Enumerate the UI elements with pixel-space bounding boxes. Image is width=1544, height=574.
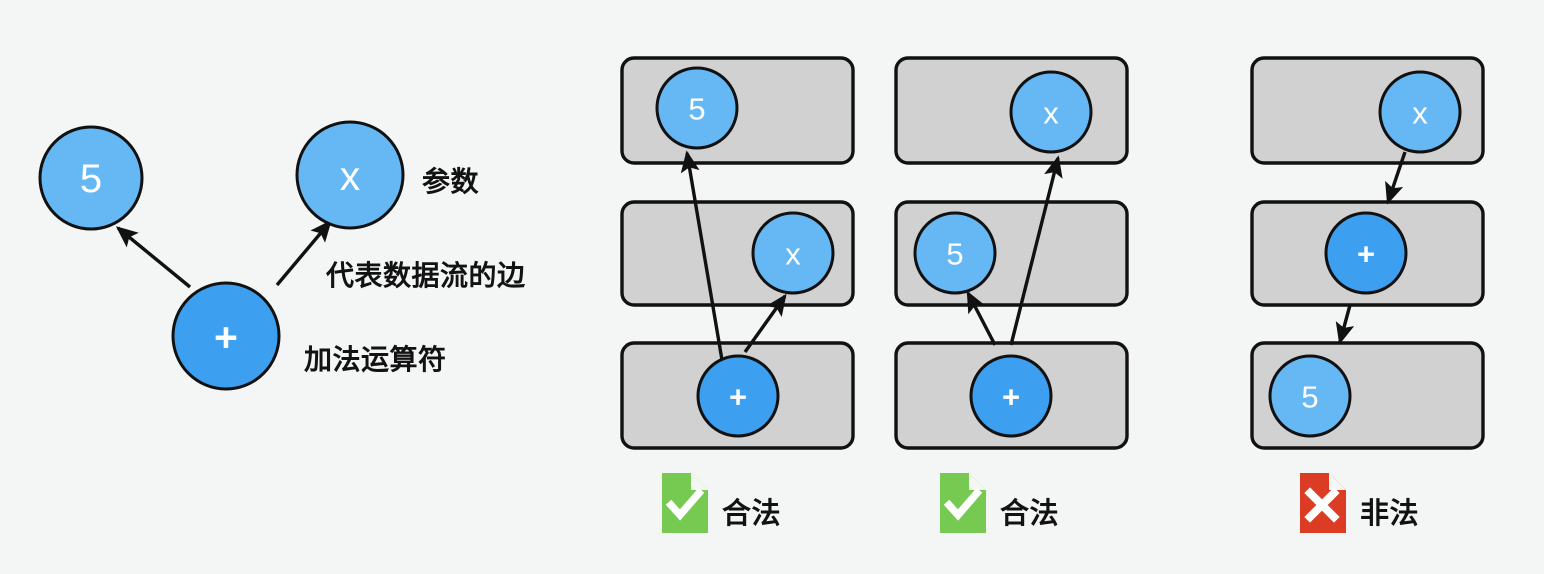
dataflow-edge <box>680 150 724 361</box>
node-label: + <box>1357 237 1375 272</box>
node-circle <box>1378 70 1462 154</box>
annotation-add-operator: 加法运算符 <box>304 344 447 375</box>
node-circle <box>969 354 1053 438</box>
graph-node-value[interactable]: 5 <box>913 211 997 295</box>
legend-dataflow-edge <box>275 219 332 287</box>
status-icons <box>662 473 1346 533</box>
node-circle <box>751 211 835 295</box>
graph-node-value[interactable]: x <box>1009 70 1093 154</box>
graph-node-value[interactable]: 5 <box>38 125 144 231</box>
node-label: + <box>729 380 747 415</box>
node-label: 5 <box>80 157 102 201</box>
node-label: 5 <box>1301 380 1318 415</box>
status-label-valid: 合法 <box>722 498 782 530</box>
graph-node-value[interactable]: 5 <box>1268 354 1352 438</box>
node-label: x <box>1412 96 1428 131</box>
graph-node-value[interactable]: 5 <box>655 66 739 150</box>
graph-node-operator[interactable]: + <box>696 354 780 438</box>
node-label: 5 <box>946 237 963 272</box>
node-label: x <box>1043 96 1059 131</box>
annotation-parameter: 参数 <box>422 166 480 197</box>
example-edges <box>680 150 1407 361</box>
graph-node-operator[interactable]: + <box>171 281 281 391</box>
graph-node-value[interactable]: x <box>1378 70 1462 154</box>
dataflow-edge <box>966 290 997 346</box>
node-circle <box>696 354 780 438</box>
node-circle <box>1268 354 1352 438</box>
document-check-icon <box>662 473 708 533</box>
legend-dataflow-edge <box>115 226 192 289</box>
node-circle <box>295 120 405 230</box>
node-label: x <box>340 153 361 199</box>
status-label-invalid: 非法 <box>1360 498 1420 530</box>
dataflow-edge <box>743 293 787 353</box>
graph-node-operator[interactable]: + <box>1324 211 1408 295</box>
legend-edges <box>115 219 332 289</box>
node-circle <box>655 66 739 150</box>
node-circle <box>913 211 997 295</box>
node-circle <box>171 281 281 391</box>
node-circle <box>1009 70 1093 154</box>
node-circle <box>1324 211 1408 295</box>
annotation-dataflow-edge: 代表数据流的边 <box>326 260 526 291</box>
dataflow-edge <box>1385 151 1407 205</box>
status-label-valid: 合法 <box>1000 498 1060 530</box>
node-label: + <box>214 314 238 360</box>
node-label: + <box>1002 380 1020 415</box>
document-check-icon <box>940 473 986 533</box>
graph-node-value[interactable]: x <box>751 211 835 295</box>
graph-node-value[interactable]: x <box>295 120 405 230</box>
graph-node-operator[interactable]: + <box>969 354 1053 438</box>
node-label: 5 <box>688 92 705 127</box>
node-label: x <box>785 237 801 272</box>
document-x-icon <box>1300 473 1346 533</box>
legend-nodes: 5 x + <box>38 120 405 391</box>
node-circle <box>38 125 144 231</box>
dataflow-edge <box>1335 304 1355 345</box>
example-nodes: 5 x + x 5 + x +5 <box>655 66 1462 438</box>
dataflow-edge <box>1009 155 1063 346</box>
